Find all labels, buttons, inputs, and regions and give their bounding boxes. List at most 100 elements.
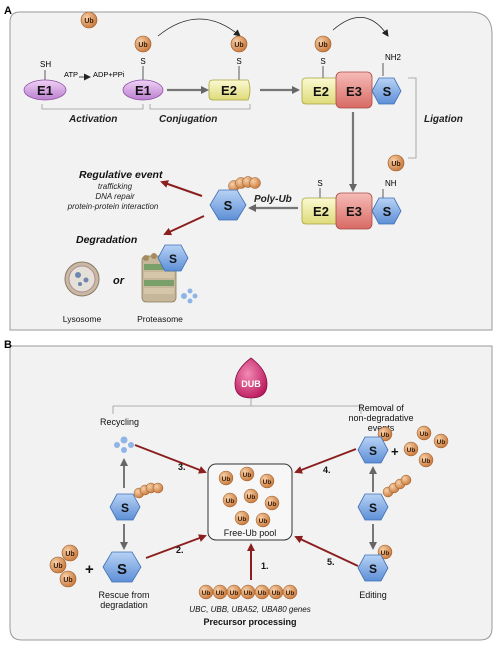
degradation-arrow [163, 215, 205, 236]
ub-molecule: Ub [61, 544, 79, 562]
substrate-hexagon: S [102, 551, 142, 583]
editing-label: Editing [359, 590, 387, 600]
svg-text:S: S [369, 444, 377, 458]
ub-molecule: Ub [254, 584, 270, 600]
regulative-item: trafficking [98, 182, 133, 191]
panel-b-label: B [4, 339, 12, 351]
s-label: S [140, 57, 145, 66]
conjugation-label: Conjugation [159, 114, 217, 125]
svg-text:E3: E3 [346, 84, 362, 99]
ligation-label: Ligation [424, 114, 463, 125]
svg-text:S: S [117, 561, 127, 578]
step-4-arrow [294, 448, 357, 474]
free-ub-pool: Ub Ub Ub Ub Ub Ub Ub Ub [207, 463, 293, 541]
substrate-hexagon: S [357, 493, 389, 521]
substrate-hexagon: S [357, 436, 389, 464]
e1-enzyme: E1 [122, 79, 164, 101]
step-3-arrow [134, 444, 207, 474]
ub-molecule: Ub [418, 452, 434, 468]
nh2-label: NH2 [385, 53, 402, 62]
ub-molecule: Ub [234, 510, 250, 526]
svg-text:Ub: Ub [272, 590, 281, 597]
panel-a-label: A [4, 5, 12, 17]
svg-text:Ub: Ub [234, 42, 243, 49]
substrate-hexagon: S [357, 554, 389, 582]
poly-ub-chain [133, 482, 164, 499]
e2-enzyme: E2 [208, 79, 251, 101]
ub-molecule: Ub [259, 473, 275, 489]
e3-ligase: E3 [335, 192, 373, 230]
ub-molecule: Ub [80, 11, 98, 29]
transfer-arrow [332, 16, 389, 37]
genes-label: UBC, UBB, UBA52, UBA80 genes [189, 605, 310, 614]
step-2-arrow [145, 534, 207, 559]
lysosome-icon [64, 261, 100, 297]
e1-enzyme: E1 [23, 79, 67, 101]
adp-label: ADP+PPi [93, 70, 125, 79]
svg-text:Ub: Ub [243, 472, 252, 479]
svg-text:Ub: Ub [263, 479, 272, 486]
svg-text:S: S [383, 204, 392, 219]
regulative-arrow [160, 180, 203, 197]
svg-text:S: S [369, 501, 377, 515]
activation-bracket [41, 104, 144, 110]
svg-text:E3: E3 [346, 204, 362, 219]
or-label: or [113, 275, 125, 287]
svg-text:Ub: Ub [420, 431, 429, 438]
ub-molecule: Ub [198, 584, 214, 600]
svg-text:E1: E1 [135, 83, 151, 98]
rescue-label: Rescue from [98, 590, 149, 600]
ub-molecule: Ub [226, 584, 242, 600]
peptide-fragments-icon [114, 436, 134, 453]
regulative-item: protein-protein interaction [67, 202, 159, 211]
ub-molecule: Ub [49, 556, 67, 574]
peptide-fragments-icon [181, 288, 198, 304]
svg-text:Ub: Ub [407, 447, 416, 454]
svg-text:Ub: Ub [238, 516, 247, 523]
e3-ligase: E3 [335, 71, 373, 109]
poly-ub-label: Poly-Ub [254, 194, 292, 205]
sh-label: SH [40, 60, 51, 69]
ub-molecule: Ub [239, 466, 255, 482]
ub-molecule: Ub [134, 35, 152, 53]
removal-label: non-degradative [348, 413, 413, 423]
svg-text:Ub: Ub [63, 577, 72, 584]
svg-text:S: S [224, 198, 233, 213]
lysosome-label: Lysosome [63, 314, 102, 324]
nh-label: NH [385, 179, 397, 188]
svg-text:Ub: Ub [381, 550, 390, 557]
ub-molecule: Ub [387, 154, 405, 172]
svg-text:Ub: Ub [222, 476, 231, 483]
svg-text:Ub: Ub [437, 439, 446, 446]
svg-text:Ub: Ub [381, 432, 390, 439]
step-5-arrow [294, 535, 359, 567]
proteasome-label: Proteasome [137, 314, 183, 324]
degradation-label: Degradation [76, 234, 137, 246]
svg-text:S: S [121, 501, 129, 515]
svg-text:E2: E2 [221, 83, 237, 98]
substrate-hexagon: S [157, 244, 189, 272]
svg-text:Ub: Ub [84, 18, 93, 25]
plus-sign: + [85, 561, 94, 578]
svg-text:S: S [383, 84, 392, 99]
ub-molecule: Ub [59, 570, 77, 588]
recycling-label: Recycling [100, 417, 139, 427]
atp-label: ATP [64, 70, 78, 79]
svg-text:Ub: Ub [226, 498, 235, 505]
svg-text:S: S [369, 562, 377, 576]
svg-text:DUB: DUB [241, 379, 261, 389]
svg-text:S: S [169, 252, 177, 266]
ligation-bracket [408, 77, 417, 159]
svg-text:Ub: Ub [318, 42, 327, 49]
ub-molecule: Ub [222, 492, 238, 508]
activation-label: Activation [68, 114, 117, 125]
svg-text:Ub: Ub [65, 551, 74, 558]
s-label: S [236, 57, 241, 66]
step-5-label: 5. [327, 557, 335, 567]
substrate-hexagon: S [109, 493, 141, 521]
ub-precursor-chain: Ub Ub Ub Ub Ub Ub Ub [198, 584, 298, 600]
svg-text:Ub: Ub [247, 494, 256, 501]
substrate-hexagon: S [209, 189, 247, 221]
substrate-hexagon: S [371, 77, 402, 105]
